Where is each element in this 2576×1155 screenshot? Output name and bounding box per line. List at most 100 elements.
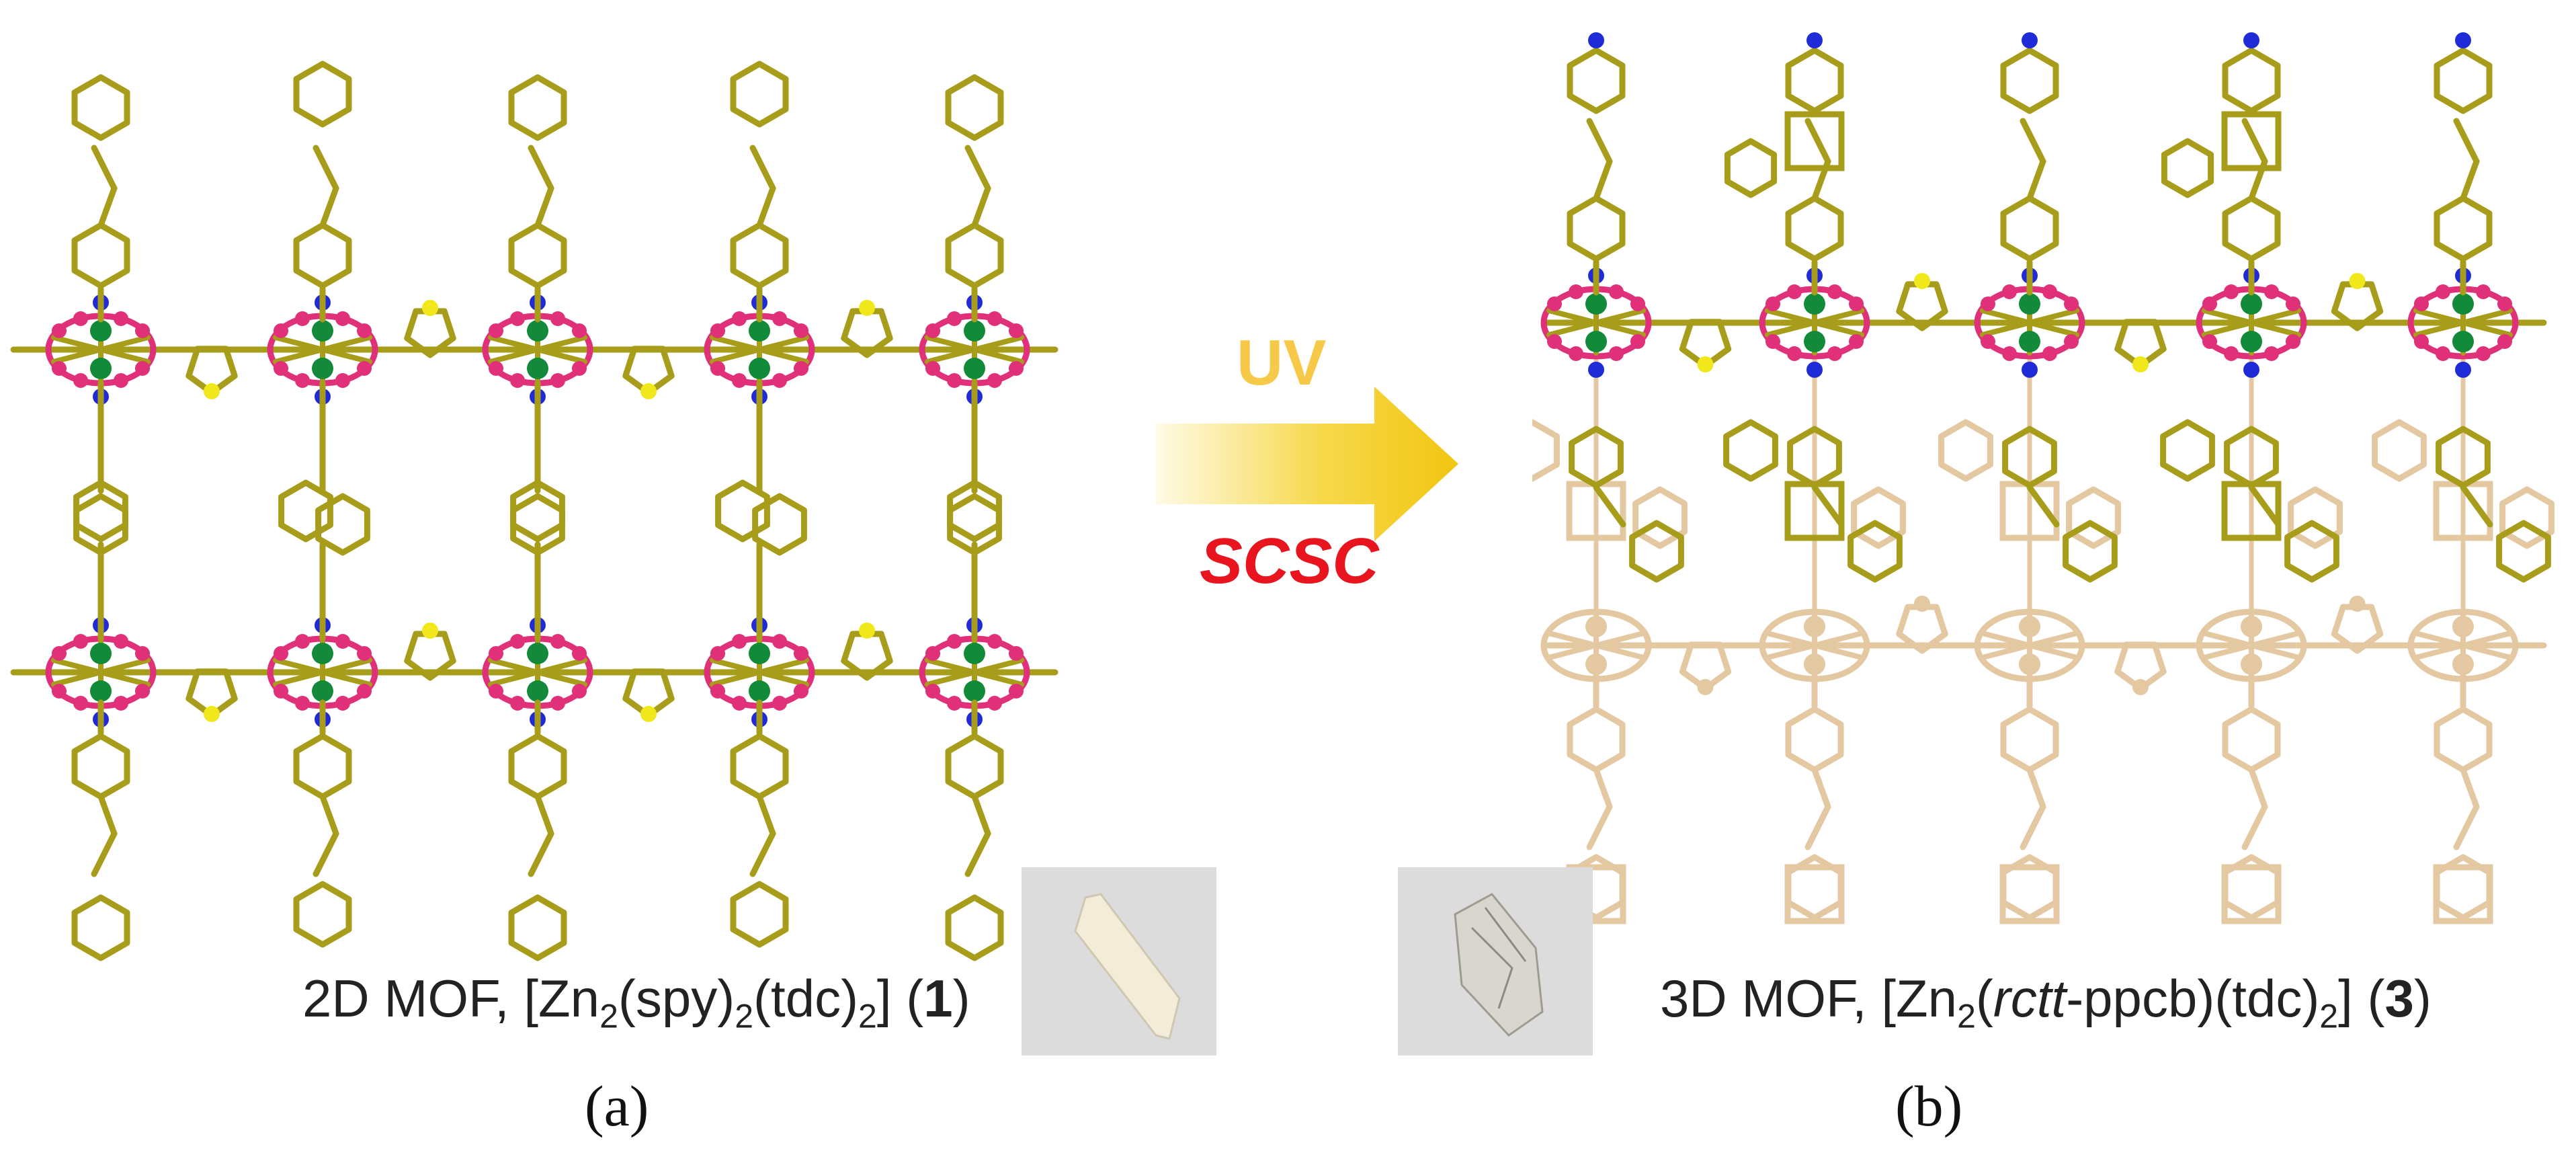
oxygen-atom <box>135 361 150 376</box>
oxygen-atom <box>794 684 808 699</box>
nitrogen-atom <box>2243 32 2259 48</box>
nitrogen-atom <box>2455 32 2471 48</box>
phenyl-ring <box>752 493 807 556</box>
oxygen-atom <box>2002 284 2017 299</box>
oxygen-atom <box>73 696 88 711</box>
pyridine-ring <box>2224 426 2279 489</box>
thiophene-ring <box>2114 641 2167 692</box>
thiophene-ring <box>2114 319 2167 369</box>
oxygen-atom <box>987 373 1002 388</box>
zinc-atom <box>527 320 548 342</box>
caption-b: 3D MOF, [Zn2(rctt-ppcb)(tdc)2] (3) <box>1660 969 2432 1035</box>
phenyl-ring <box>947 493 1002 556</box>
oxygen-atom <box>274 646 288 661</box>
oxygen-atom <box>335 311 350 326</box>
zinc-atom <box>2452 293 2474 315</box>
oxygen-atom <box>295 373 310 388</box>
oxygen-atom <box>987 311 1002 326</box>
oxygen-atom <box>1981 334 1995 349</box>
phenyl-ring <box>730 881 789 948</box>
oxygen-atom <box>1009 646 1024 661</box>
pyridine-ring <box>71 222 130 289</box>
panel-a: 2D MOF, [Zn2(spy)2(tdc)2] (1) (a) <box>0 0 1216 1155</box>
thiophene-ring <box>622 346 675 396</box>
oxygen-atom <box>794 646 808 661</box>
nitrogen-atom <box>2243 362 2259 378</box>
phenyl-ring <box>1847 520 1903 583</box>
oxygen-atom <box>1827 346 1842 361</box>
zinc-atom <box>312 680 333 702</box>
zinc-atom <box>2241 616 2262 637</box>
oxygen-atom <box>1609 284 1624 299</box>
pyridine-ring <box>2222 195 2281 262</box>
oxygen-atom <box>73 311 88 326</box>
pyridine-ring <box>2000 195 2059 262</box>
oxygen-atom <box>925 684 940 699</box>
oxygen-atom <box>550 634 565 649</box>
oxygen-atom <box>1765 334 1780 349</box>
zinc-atom <box>1804 616 1825 637</box>
nitrogen-atom <box>2022 362 2038 378</box>
phenyl-ring <box>2372 419 2427 482</box>
oxygen-atom <box>1569 346 1583 361</box>
phenyl-ring <box>510 493 565 556</box>
oxygen-atom <box>925 646 940 661</box>
phenyl-ring <box>1938 419 1993 482</box>
zinc-atom <box>2452 331 2474 352</box>
mof-2d-structure <box>10 61 1058 961</box>
phenyl-ring <box>1785 47 1844 114</box>
zinc-atom <box>2452 653 2474 675</box>
phenyl-ring <box>1629 520 1684 583</box>
sulfur-atom <box>859 623 875 639</box>
sulfur-atom <box>2349 596 2366 612</box>
pyridine-ring <box>510 479 565 543</box>
oxygen-atom <box>510 311 525 326</box>
sulfur-atom <box>1697 356 1714 372</box>
mof-3d-structure <box>1532 32 2554 924</box>
oxygen-atom <box>2042 346 2057 361</box>
sulfur-atom <box>204 706 220 722</box>
zinc-atom <box>1585 293 1607 315</box>
panel-letter-b: (b) <box>1895 1074 1963 1138</box>
crystal-photo-1 <box>1022 867 1216 1056</box>
oxygen-atom <box>2497 296 2512 311</box>
oxygen-atom <box>73 373 88 388</box>
oxygen-atom <box>732 696 747 711</box>
nitrogen-atom <box>1588 32 1604 48</box>
oxygen-atom <box>710 646 725 661</box>
oxygen-atom <box>335 696 350 711</box>
phenyl-ring <box>945 74 1004 141</box>
nitrogen-atom <box>2022 32 2038 48</box>
oxygen-atom <box>2224 284 2239 299</box>
pyridine-ring <box>293 222 352 289</box>
zinc-atom <box>964 320 985 342</box>
oxygen-atom <box>73 634 88 649</box>
zinc-atom <box>1804 293 1825 315</box>
pyridine-ring <box>2000 706 2059 773</box>
oxygen-atom <box>794 361 808 376</box>
sulfur-atom <box>1697 679 1714 695</box>
zinc-atom <box>2241 653 2262 675</box>
oxygen-atom <box>1009 361 1024 376</box>
oxygen-atom <box>2064 334 2079 349</box>
oxygen-atom <box>2064 296 2079 311</box>
pyridine-ring <box>2434 195 2493 262</box>
zinc-atom <box>527 680 548 702</box>
pyridine-ring <box>2002 426 2057 489</box>
sulfur-atom <box>2132 679 2149 695</box>
zinc-atom <box>1804 653 1825 675</box>
sulfur-atom <box>859 300 875 316</box>
sulfur-atom <box>1914 273 1930 289</box>
phenyl-ring <box>730 61 789 128</box>
phenyl-ring <box>2063 520 2118 583</box>
oxygen-atom <box>357 646 372 661</box>
pyridine-ring <box>293 733 352 800</box>
zinc-atom <box>90 358 112 379</box>
zinc-atom <box>90 320 112 342</box>
oxygen-atom <box>357 323 372 338</box>
oxygen-atom <box>550 696 565 711</box>
zinc-atom <box>964 643 985 664</box>
oxygen-atom <box>2202 296 2217 311</box>
zinc-atom <box>2241 293 2262 315</box>
pyridine-ring <box>278 479 333 543</box>
